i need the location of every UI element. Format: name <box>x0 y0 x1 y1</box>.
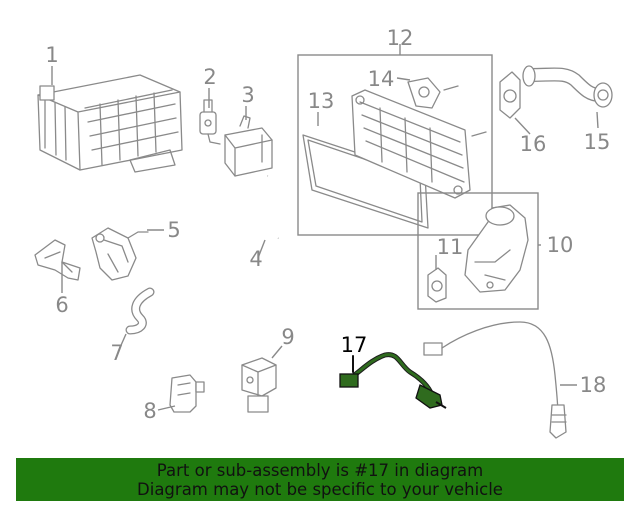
leader-lines <box>51 44 599 411</box>
callout-17: 17 <box>341 333 368 357</box>
callout-16: 16 <box>520 132 547 156</box>
callout-15: 15 <box>584 130 611 154</box>
part-17-oxygen-sensor <box>339 352 447 409</box>
callout-11: 11 <box>437 235 464 259</box>
callout-labels: 1 2 3 4 5 6 7 8 9 10 11 12 13 14 15 16 1… <box>45 26 610 423</box>
assembly-12-box <box>297 54 493 236</box>
part-9-sensor <box>241 357 277 413</box>
callout-7: 7 <box>110 341 123 365</box>
callout-12: 12 <box>387 26 414 50</box>
part-5-sensor <box>91 227 149 281</box>
part-6-bracket <box>34 239 81 281</box>
part-4-hose <box>267 173 286 240</box>
part-18-oxygen-sensor <box>423 321 567 439</box>
part-1-canister <box>37 74 183 173</box>
info-banner: Part or sub-assembly is #17 in diagram D… <box>16 458 624 501</box>
callout-6: 6 <box>55 293 68 317</box>
callout-2: 2 <box>203 65 216 89</box>
callout-8: 8 <box>143 399 156 423</box>
callout-10: 10 <box>547 233 574 257</box>
callout-18: 18 <box>580 373 607 397</box>
part-7-hose <box>125 287 155 335</box>
banner-line-1: Part or sub-assembly is #17 in diagram <box>156 461 484 480</box>
part-15-pipe <box>522 65 613 108</box>
callout-9: 9 <box>281 325 294 349</box>
part-2-valve <box>199 99 221 145</box>
callout-1: 1 <box>45 43 58 67</box>
part-3-solenoid <box>224 115 273 177</box>
banner-line-2: Diagram may not be specific to your vehi… <box>137 480 503 499</box>
callout-3: 3 <box>241 83 254 107</box>
callout-5: 5 <box>167 218 180 242</box>
assembly-10-box <box>417 192 539 310</box>
callout-4: 4 <box>249 247 262 271</box>
part-8-sensor <box>169 374 205 413</box>
part-16-gasket <box>499 71 521 119</box>
callout-13: 13 <box>308 89 335 113</box>
callout-14: 14 <box>368 67 395 91</box>
